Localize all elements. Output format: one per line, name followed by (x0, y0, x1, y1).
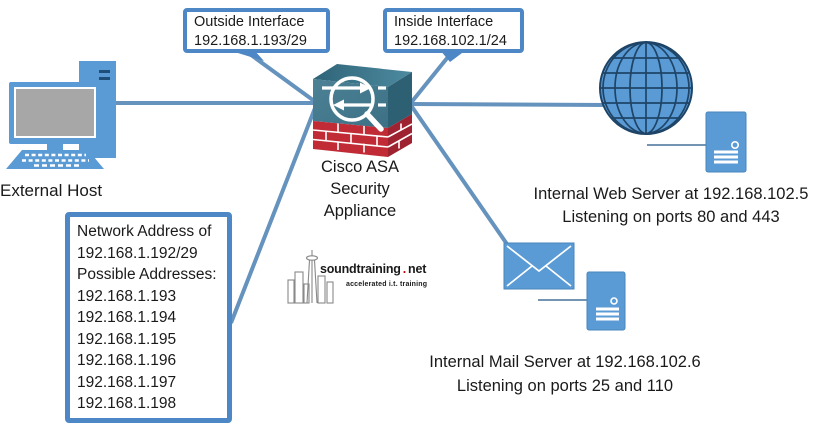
magnifier-handle (364, 111, 384, 132)
network-box-line: 192.168.1.192/29 (77, 244, 198, 262)
outside-interface-callout: Outside Interface 192.168.1.193/29 (183, 8, 330, 53)
logo-dot: . (402, 262, 407, 276)
network-box-line: 192.168.1.198 (77, 395, 177, 412)
web-server-label-line2: Listening on ports 80 and 443 (562, 208, 780, 226)
inside-interface-title: Inside Interface (394, 14, 494, 30)
skyline-logo-icon (287, 250, 334, 304)
asa-to-envelope-line (408, 102, 511, 249)
asa-magnifier-arrows (322, 76, 386, 132)
web-server-label: Internal Web Server at 192.168.102.5 Lis… (518, 183, 824, 229)
inside-interface-address: 192.168.102.1/24 (394, 33, 507, 49)
outside-callout-line (245, 50, 319, 105)
network-box-line: 192.168.1.195 (77, 330, 177, 348)
inside-callout-line (408, 50, 454, 106)
asa-to-network-box-line (229, 102, 319, 324)
mail-server-icon (586, 271, 626, 331)
magnifier-circle (329, 76, 375, 122)
asa-to-globe-line (409, 102, 609, 107)
mail-server-label-line2: Listening on ports 25 and 110 (456, 377, 674, 395)
globe-icon (599, 41, 693, 135)
external-host-icon (6, 61, 116, 169)
inside-interface-callout: Inside Interface 192.168.102.1/24 (383, 8, 524, 53)
network-box-line: Network Address of (77, 223, 212, 240)
asa-label: Cisco ASA Security Appliance (298, 156, 422, 222)
inside-callout-pointer (440, 50, 466, 62)
web-server-label-line1: Internal Web Server at 192.168.102.5 (533, 185, 809, 203)
logo-tld: net (408, 262, 427, 276)
envelope-icon (503, 242, 575, 290)
web-server-icon (705, 111, 747, 173)
network-box-line: 192.168.1.193 (77, 287, 177, 305)
logo-tagline: accelerated i.t. training (346, 281, 428, 288)
network-box-line: 192.168.1.194 (77, 309, 177, 326)
mail-server-label: Internal Mail Server at 192.168.102.6 Li… (412, 350, 718, 398)
mail-server-label-line1: Internal Mail Server at 192.168.102.6 (429, 353, 701, 371)
asa-label-line2: Security (330, 180, 390, 198)
external-host-label: External Host (0, 181, 103, 200)
host-monitor-stand (47, 144, 63, 151)
asa-firewall-icon (312, 64, 413, 157)
logo-wordmark: soundtraining.net (320, 262, 450, 276)
asa-brick-mortar (312, 123, 413, 153)
asa-top-face (313, 64, 412, 87)
asa-brick-side (388, 114, 412, 157)
asa-right-face (388, 72, 412, 128)
network-box-line: 192.168.1.197 (77, 373, 177, 391)
asa-label-line1: Cisco ASA (321, 158, 399, 176)
outside-interface-title: Outside Interface (194, 14, 305, 30)
network-box-line: 192.168.1.196 (77, 352, 177, 369)
outside-interface-address: 192.168.1.193/29 (194, 33, 307, 49)
logo-brand: soundtraining (320, 262, 401, 276)
network-address-callout: Network Address of 192.168.1.192/29 Poss… (65, 212, 232, 423)
host-screen (14, 87, 96, 138)
connector-lines (116, 50, 706, 324)
network-box-line: Possible Addresses: (77, 266, 217, 283)
asa-label-line3: Appliance (323, 202, 397, 220)
